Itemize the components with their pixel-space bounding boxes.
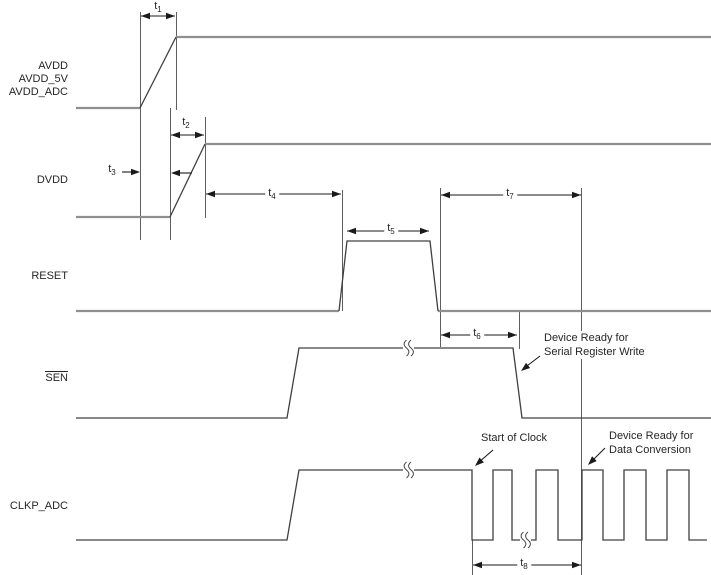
start-of-clock-arrow bbox=[475, 449, 494, 466]
clock-low-break-mark bbox=[520, 531, 531, 549]
dvdd-ramp bbox=[169, 143, 206, 218]
timing-label-t5: t5 bbox=[384, 222, 398, 236]
t3-dimension bbox=[122, 168, 192, 177]
signal-label-avdd-5v: AVDD_5V bbox=[18, 73, 68, 85]
timing-label-t3: t3 bbox=[108, 163, 116, 178]
break-marks bbox=[403, 339, 531, 549]
signal-label-avdd: AVDD bbox=[38, 60, 68, 72]
signal-label-dvdd: DVDD bbox=[36, 174, 68, 186]
signal-label-reset: RESET bbox=[31, 270, 68, 282]
avdd-ramp bbox=[139, 36, 177, 109]
t2-dimension bbox=[171, 131, 204, 139]
clkp-break-mark bbox=[403, 461, 414, 479]
timing-label-t8: t8 bbox=[517, 557, 531, 571]
signal-label-sen: SEN bbox=[0, 371, 68, 385]
data-conversion-arrow bbox=[588, 447, 606, 465]
t1-dimension bbox=[141, 12, 175, 20]
power-rails bbox=[76, 35, 711, 313]
timing-label-t1: t1 bbox=[154, 0, 162, 15]
signal-label-avdd-adc: AVDD_ADC bbox=[8, 86, 68, 98]
clkp-adc-waveform bbox=[76, 469, 707, 541]
serial-write-arrow bbox=[521, 355, 541, 371]
annotation-arrows bbox=[475, 355, 606, 466]
annotation-device-ready-conversion: Device Ready for Data Conversion bbox=[608, 429, 695, 457]
annotation-start-of-clock: Start of Clock bbox=[480, 431, 549, 445]
measurement-lines bbox=[140, 12, 582, 575]
timing-label-t6: t6 bbox=[470, 327, 484, 341]
timing-label-t4: t4 bbox=[265, 187, 279, 201]
reset-waveform bbox=[338, 240, 439, 312]
signal-label-clkp-adc: CLKP_ADC bbox=[9, 500, 68, 512]
timing-label-t7: t7 bbox=[503, 187, 517, 201]
sen-break-mark bbox=[403, 339, 414, 357]
annotation-device-ready-serial: Device Ready for Serial Register Write bbox=[543, 331, 646, 359]
timing-label-t2: t2 bbox=[182, 116, 190, 131]
sen-overline-text: SEN bbox=[45, 371, 68, 384]
signal-label-avdd-group: AVDD AVDD_5V AVDD_ADC bbox=[0, 60, 68, 99]
